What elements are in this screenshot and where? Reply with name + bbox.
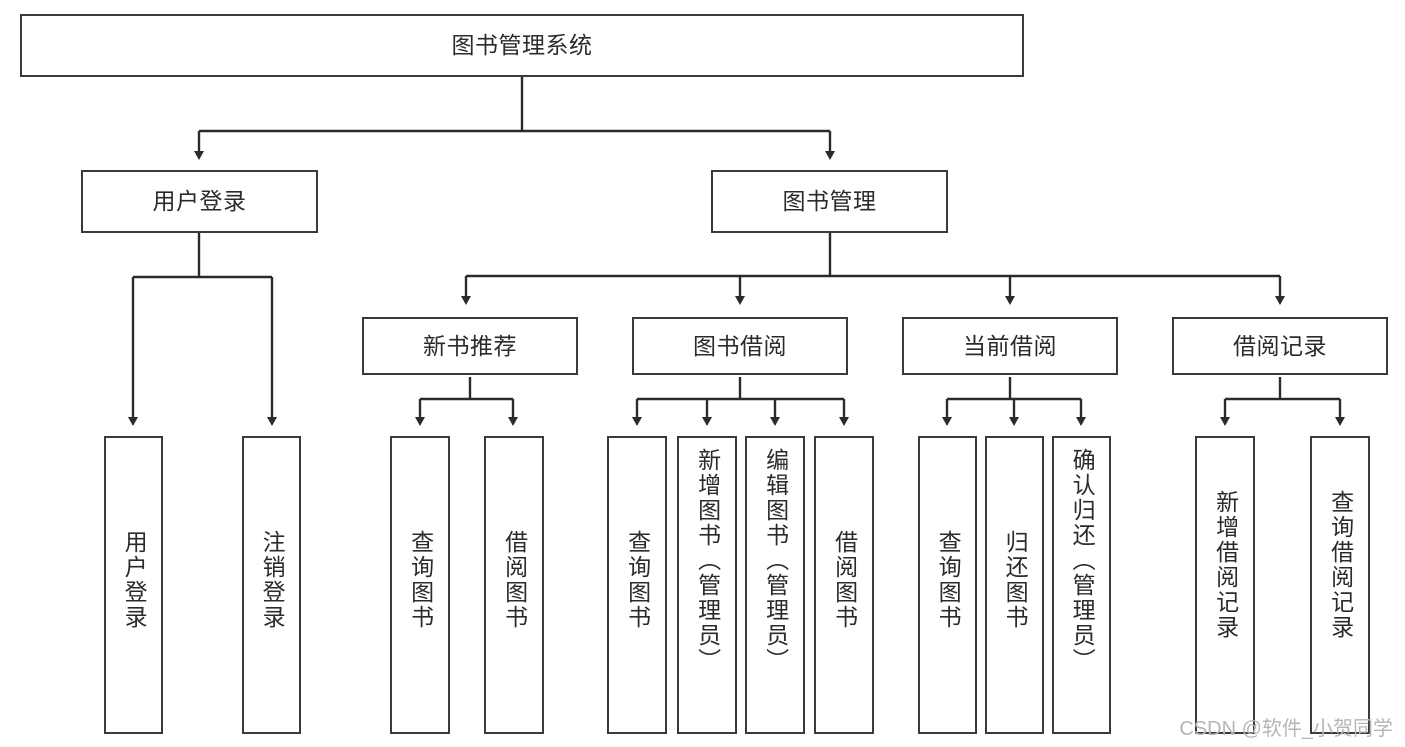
leaf-query-book-borrow[interactable]: 查询图书 [607, 436, 667, 734]
leaf-query-book-recommend[interactable]: 查询图书 [390, 436, 450, 734]
node-label: 用户登录 [121, 530, 148, 630]
node-label: 图书管理 [782, 188, 877, 215]
node-label: 查询图书 [624, 530, 651, 630]
node-root-system[interactable]: 图书管理系统 [20, 14, 1024, 77]
node-label: 借阅图书 [831, 530, 858, 630]
node-label: 查询图书 [407, 530, 434, 630]
leaf-borrow-book-recommend[interactable]: 借阅图书 [484, 436, 544, 734]
leaf-borrow-book[interactable]: 借阅图书 [814, 436, 874, 734]
node-label: 新增图书（管理员） [694, 448, 721, 673]
node-label: 查询图书 [935, 530, 962, 630]
node-label: 借阅记录 [1233, 332, 1327, 359]
node-label: 注销登录 [259, 530, 286, 630]
leaf-return-book[interactable]: 归还图书 [985, 436, 1044, 734]
node-borrow-record[interactable]: 借阅记录 [1172, 317, 1388, 375]
leaf-logout[interactable]: 注销登录 [242, 436, 301, 734]
node-label: 当前借阅 [963, 332, 1057, 359]
leaf-add-book-admin[interactable]: 新增图书（管理员） [677, 436, 737, 734]
node-label: 图书借阅 [693, 332, 787, 359]
node-label: 确认归还（管理员） [1069, 448, 1096, 673]
leaf-edit-book-admin[interactable]: 编辑图书（管理员） [745, 436, 805, 734]
leaf-query-borrow-record[interactable]: 查询借阅记录 [1310, 436, 1370, 734]
node-label: 新书推荐 [423, 332, 517, 359]
node-label: 借阅图书 [501, 530, 528, 630]
node-label: 图书管理系统 [451, 32, 593, 59]
leaf-query-book-current[interactable]: 查询图书 [918, 436, 977, 734]
node-label: 用户登录 [152, 188, 247, 215]
node-book-management[interactable]: 图书管理 [711, 170, 948, 233]
leaf-confirm-return-admin[interactable]: 确认归还（管理员） [1052, 436, 1111, 734]
node-book-borrow[interactable]: 图书借阅 [632, 317, 848, 375]
csdn-watermark: CSDN @软件_小贺同学 [1179, 718, 1393, 740]
node-label: 新增借阅记录 [1212, 490, 1239, 640]
node-label: 查询借阅记录 [1327, 490, 1354, 640]
node-label: 编辑图书（管理员） [762, 448, 789, 673]
node-user-login[interactable]: 用户登录 [81, 170, 318, 233]
leaf-user-login[interactable]: 用户登录 [104, 436, 163, 734]
node-label: 归还图书 [1002, 530, 1029, 630]
node-new-book-recommend[interactable]: 新书推荐 [362, 317, 578, 375]
leaf-add-borrow-record[interactable]: 新增借阅记录 [1195, 436, 1255, 734]
node-current-borrow[interactable]: 当前借阅 [902, 317, 1118, 375]
